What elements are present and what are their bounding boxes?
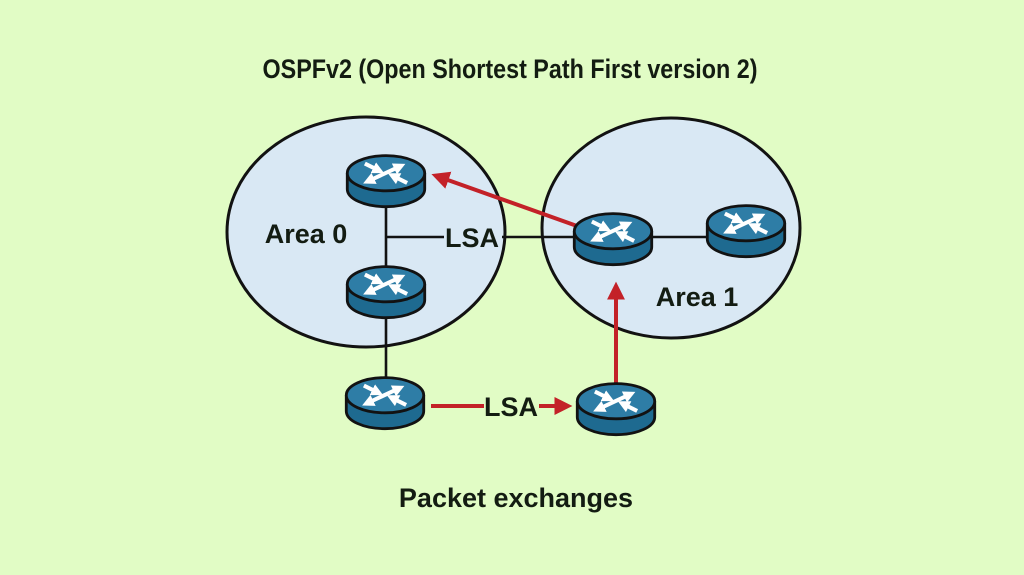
router-area0-bottom-icon <box>347 267 424 318</box>
router-external-left-icon <box>346 378 423 429</box>
area0-label: Area 0 <box>265 219 348 249</box>
router-area0-top-icon <box>347 156 424 207</box>
router-area1-left-icon <box>574 214 651 265</box>
caption-packet-exchanges: Packet exchanges <box>399 483 633 513</box>
area1-ellipse <box>540 116 802 340</box>
router-area1-right-icon <box>707 206 784 257</box>
area1-label: Area 1 <box>656 282 739 312</box>
diagram-title: OSPFv2 (Open Shortest Path First version… <box>263 54 758 84</box>
lsa-label-between-areas: LSA <box>445 223 499 253</box>
lsa-flow-interarea-arrow-icon <box>431 171 578 228</box>
router-external-right-icon <box>577 384 654 435</box>
lsa-label-bottom: LSA <box>484 392 538 422</box>
